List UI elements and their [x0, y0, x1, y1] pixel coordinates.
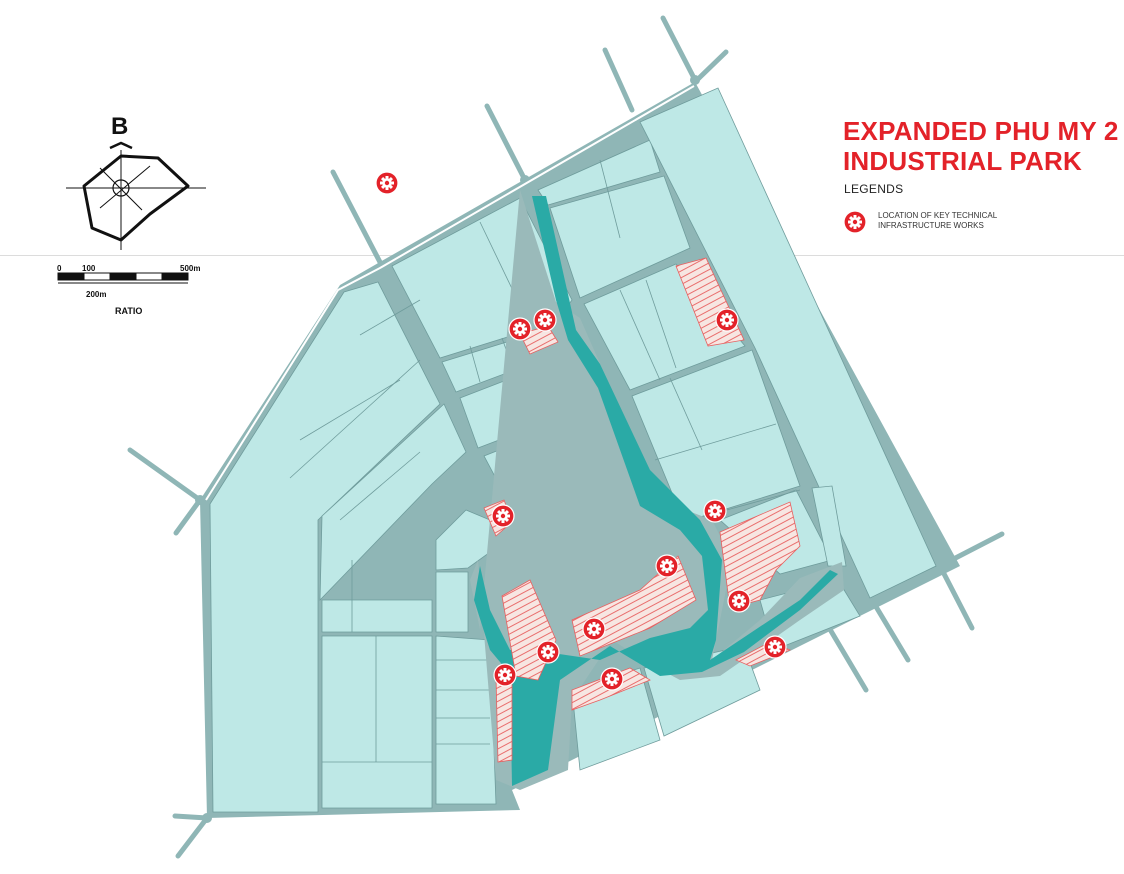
canal-water — [474, 196, 838, 786]
gear-marker-icon[interactable] — [763, 635, 787, 659]
gear-marker-icon[interactable] — [600, 667, 624, 691]
gear-marker-icon[interactable] — [491, 504, 515, 528]
gear-marker-icon[interactable] — [655, 554, 679, 578]
scale-label-200: 200m — [86, 290, 107, 299]
scale-label-100: 100 — [82, 264, 96, 273]
gear-marker-icon[interactable] — [508, 317, 532, 341]
gear-marker-icon[interactable] — [727, 589, 751, 613]
scale-bar — [57, 272, 189, 284]
legend-item-label: LOCATION OF KEY TECHNICAL INFRASTRUCTURE… — [878, 211, 997, 230]
gear-marker-icon — [843, 210, 867, 234]
gear-marker-icon[interactable] — [582, 617, 606, 641]
map-title: EXPANDED PHU MY 2 INDUSTRIAL PARK — [843, 116, 1119, 176]
map-title-line-1: EXPANDED PHU MY 2 — [843, 116, 1119, 146]
gear-marker-icon[interactable] — [533, 308, 557, 332]
gear-marker-icon[interactable] — [703, 499, 727, 523]
approach-roads — [127, 15, 1005, 859]
scale-label-0: 0 — [57, 264, 62, 273]
north-compass — [66, 141, 206, 250]
scale-label-500: 500m — [180, 264, 201, 273]
map-title-line-2: INDUSTRIAL PARK — [843, 146, 1082, 176]
legend-item-infrastructure: LOCATION OF KEY TECHNICAL INFRASTRUCTURE… — [842, 209, 1042, 235]
gear-marker-icon[interactable] — [715, 308, 739, 332]
gear-marker-icon[interactable] — [536, 640, 560, 664]
legend-heading: LEGENDS — [844, 182, 904, 196]
scale-caption: RATIO — [115, 306, 143, 316]
compass-label: B — [111, 113, 129, 140]
ring-road-edge — [205, 85, 695, 501]
gear-marker-icon[interactable] — [493, 663, 517, 687]
gear-marker-icon[interactable] — [375, 171, 399, 195]
